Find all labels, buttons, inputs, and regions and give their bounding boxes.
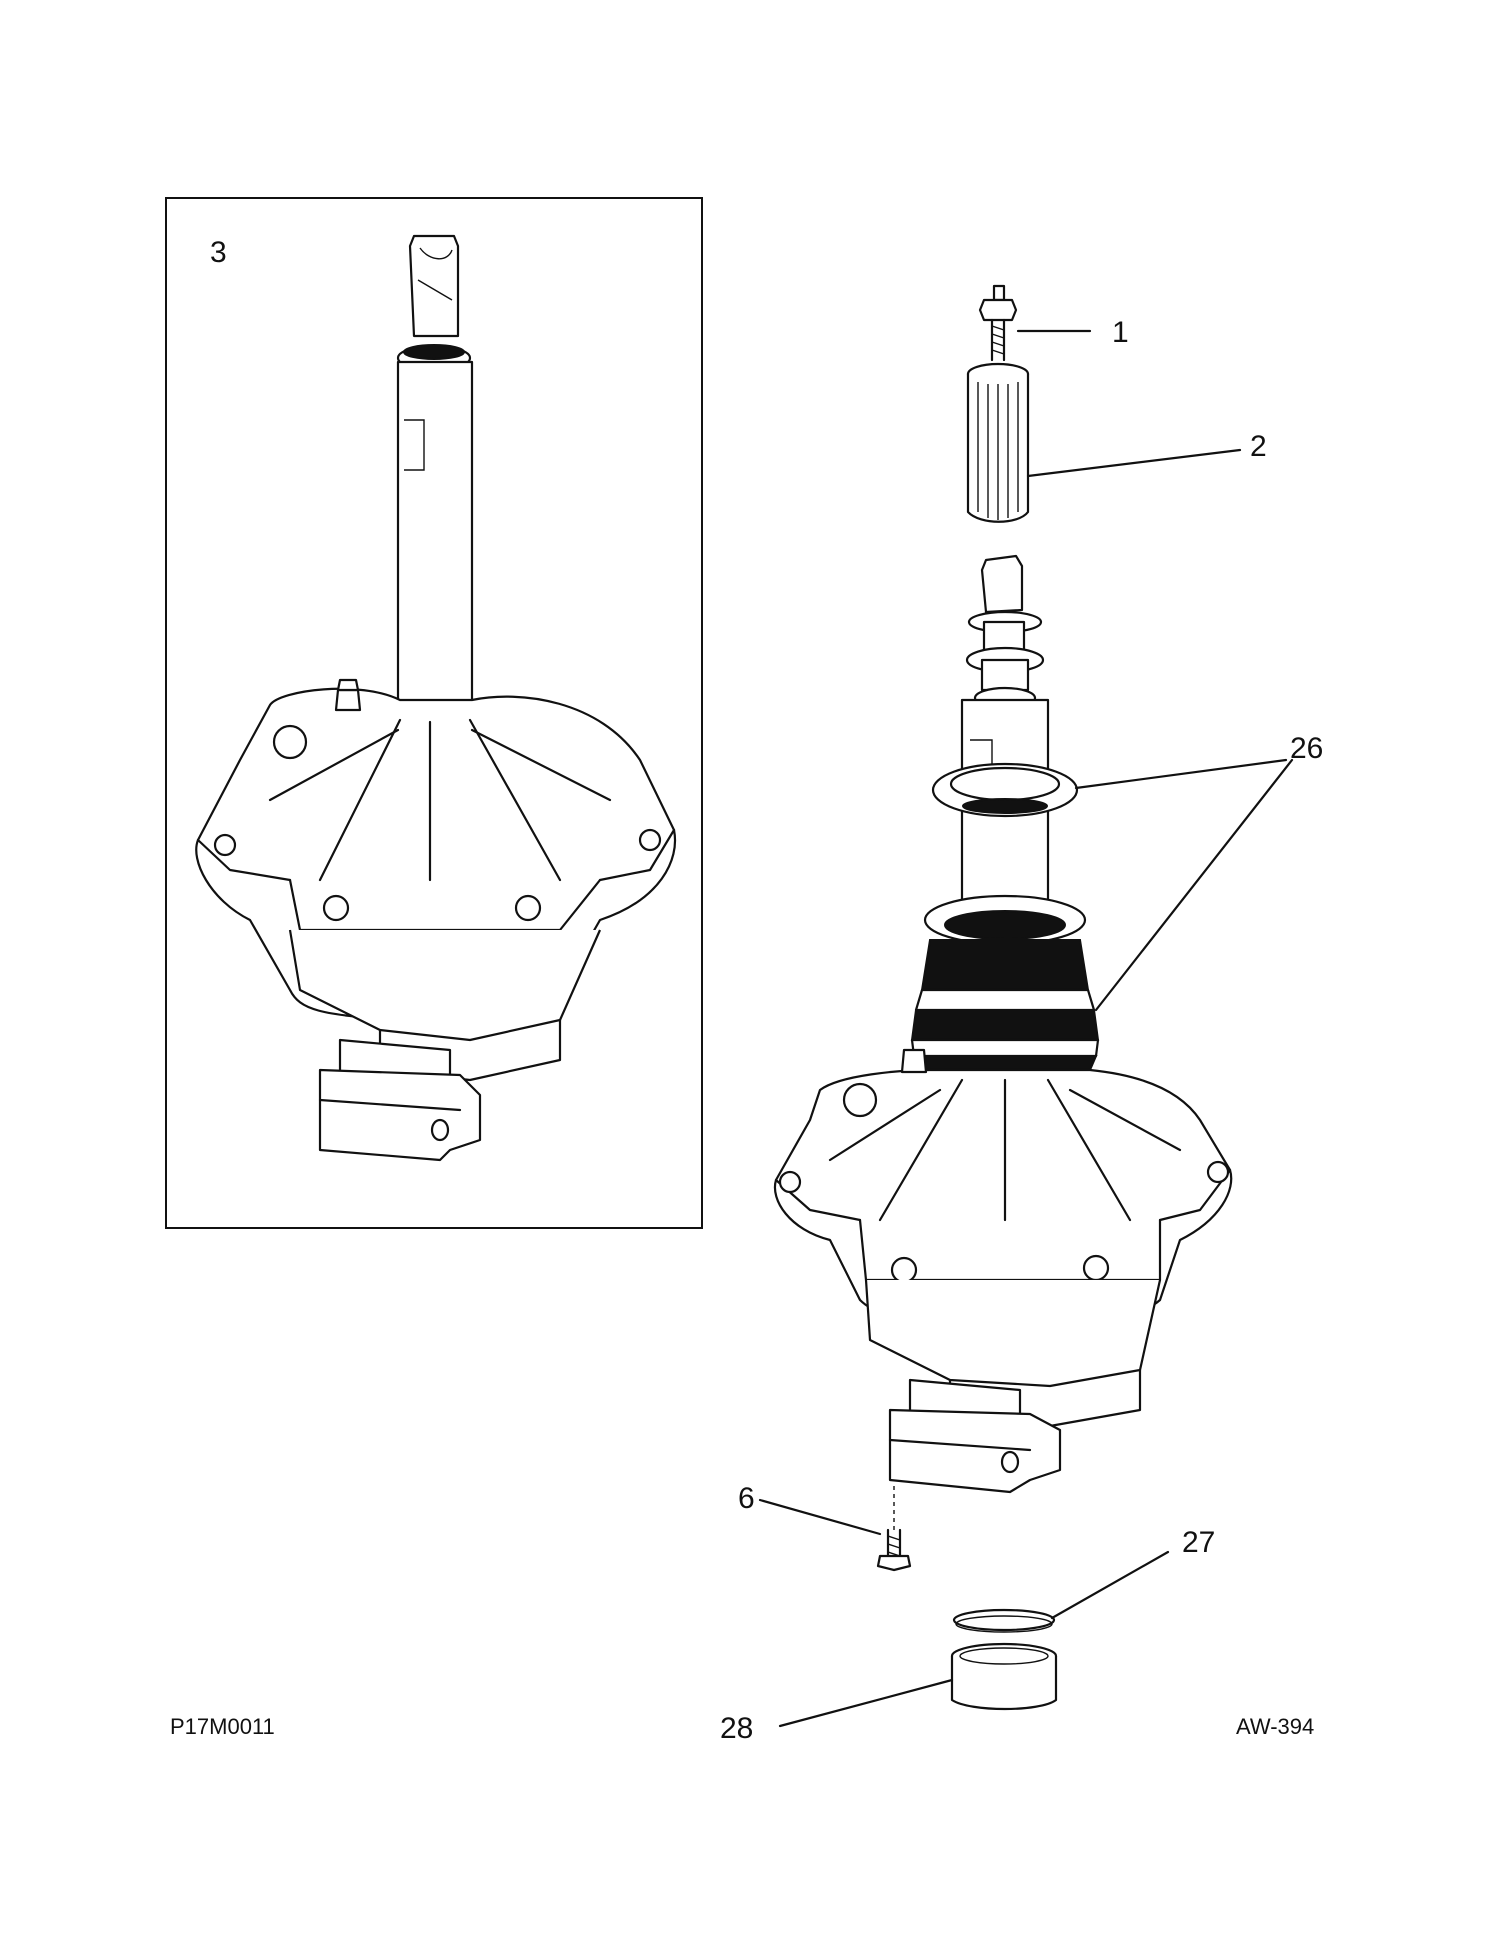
stud-1: [978, 284, 1092, 362]
callout-3: 3: [210, 236, 227, 269]
callout-1: 1: [1112, 316, 1129, 349]
inset-frame: [165, 197, 703, 1229]
bushing-28: [778, 1642, 1058, 1728]
callout-28: 28: [720, 1712, 753, 1745]
drawing-code-right: AW-394: [1236, 1714, 1314, 1739]
callout-27: 27: [1182, 1526, 1215, 1559]
drawing-code-left: P17M0011: [170, 1714, 275, 1739]
ring-27: [952, 1550, 1170, 1633]
callout-6: 6: [738, 1482, 755, 1515]
callout-2: 2: [1250, 430, 1267, 463]
spline-coupling-2: [966, 362, 1242, 523]
screw-6: [758, 1498, 912, 1572]
shaft-with-seals-26: [910, 554, 1294, 1071]
transmission-housing: [773, 1048, 1233, 1494]
transmission-assembly-3: [195, 234, 677, 1162]
callout-26: 26: [1290, 732, 1323, 765]
